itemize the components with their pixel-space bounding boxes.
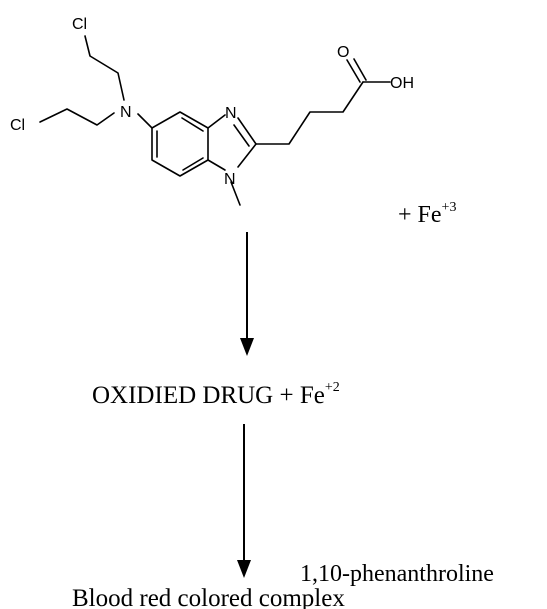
atom-oh: OH: [390, 75, 414, 92]
bendamustine-structure: Cl Cl N N N O OH: [10, 16, 414, 206]
atom-n-ring-bottom: N: [224, 171, 236, 188]
atom-cl-top: Cl: [72, 16, 87, 33]
reaction-arrow-2: [237, 424, 251, 578]
bond-n-to-ring: [137, 113, 153, 129]
intermediate-charge: +2: [325, 380, 340, 395]
bond-c3a-n3: [207, 114, 226, 129]
bond-n3-c2: [237, 117, 257, 145]
atom-n-ring-top: N: [225, 105, 237, 122]
intermediate-label: OXIDIED DRUG + Fe+2: [92, 380, 340, 409]
reagent-charge: +3: [442, 200, 457, 215]
reagent-iron-iii: + Fe+3: [398, 200, 456, 228]
bond-c2-n1: [237, 143, 257, 168]
bond-n-methyl: [230, 181, 241, 206]
atom-cl-bottom: Cl: [10, 117, 25, 134]
intermediate-text: OXIDIED DRUG + Fe: [92, 382, 325, 409]
benzene-double-3: [181, 117, 204, 132]
bond-c-o-double-a: [346, 59, 361, 83]
product-label: Blood red colored complex: [72, 585, 345, 609]
benzene-ring: [151, 111, 209, 177]
bond-butanoic-chain: [255, 81, 364, 145]
reaction-arrow-1: [240, 232, 254, 356]
atom-o-carbonyl: O: [337, 44, 349, 61]
reagent-phenanthroline: 1,10-phenanthroline: [300, 561, 494, 587]
bond-cl-bottom-arm: [39, 108, 115, 126]
bond-n3-c2-double: [233, 124, 250, 147]
bond-n1-c7a: [207, 159, 226, 171]
atom-n-amine: N: [120, 104, 132, 121]
bond-cl-top-arm: [84, 35, 125, 101]
chemical-bonds: [39, 35, 391, 206]
bond-c-o-double-b: [353, 58, 367, 81]
benzene-double-2: [182, 157, 204, 171]
reagent-prefix: + Fe: [398, 202, 442, 228]
